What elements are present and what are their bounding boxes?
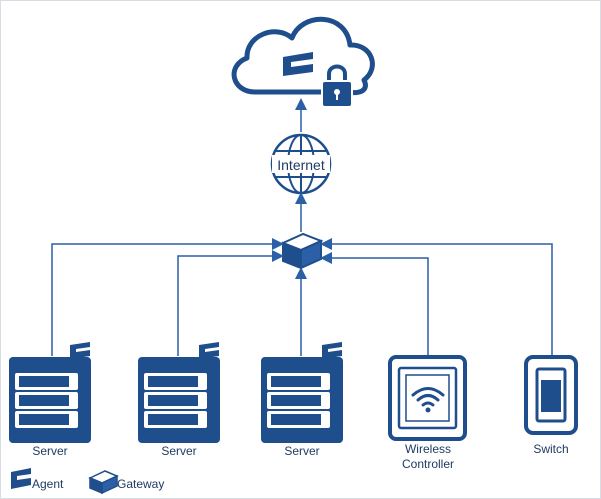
wifi-icon bbox=[411, 387, 445, 407]
gateway-icon bbox=[280, 232, 324, 270]
agent-icon bbox=[70, 342, 90, 359]
lock-icon bbox=[321, 64, 353, 108]
switch-label: Switch bbox=[533, 442, 569, 456]
server-2-icon bbox=[138, 342, 220, 443]
server-1-icon bbox=[9, 342, 91, 443]
wireless-controller-label-line1: Wireless bbox=[404, 442, 451, 456]
server-3-icon bbox=[261, 342, 343, 443]
internet-label: Internet bbox=[277, 157, 325, 173]
wireless-controller-label-line2: Controller bbox=[401, 457, 455, 471]
agent-logo-icon bbox=[283, 52, 313, 76]
server-2-label: Server bbox=[161, 444, 197, 458]
switch-icon bbox=[524, 355, 578, 435]
agent-icon bbox=[322, 342, 342, 359]
server-3-label: Server bbox=[284, 444, 320, 458]
connections bbox=[51, 238, 553, 356]
wireless-controller-icon bbox=[388, 355, 467, 441]
legend-agent-icon bbox=[11, 468, 31, 489]
server-1-label: Server bbox=[32, 444, 68, 458]
legend-gateway-label: Gateway bbox=[117, 477, 165, 491]
agent-icon bbox=[199, 342, 219, 359]
legend-gateway-icon bbox=[88, 470, 119, 495]
cloud-icon bbox=[231, 16, 375, 108]
legend-agent-label: Agent bbox=[32, 477, 64, 491]
